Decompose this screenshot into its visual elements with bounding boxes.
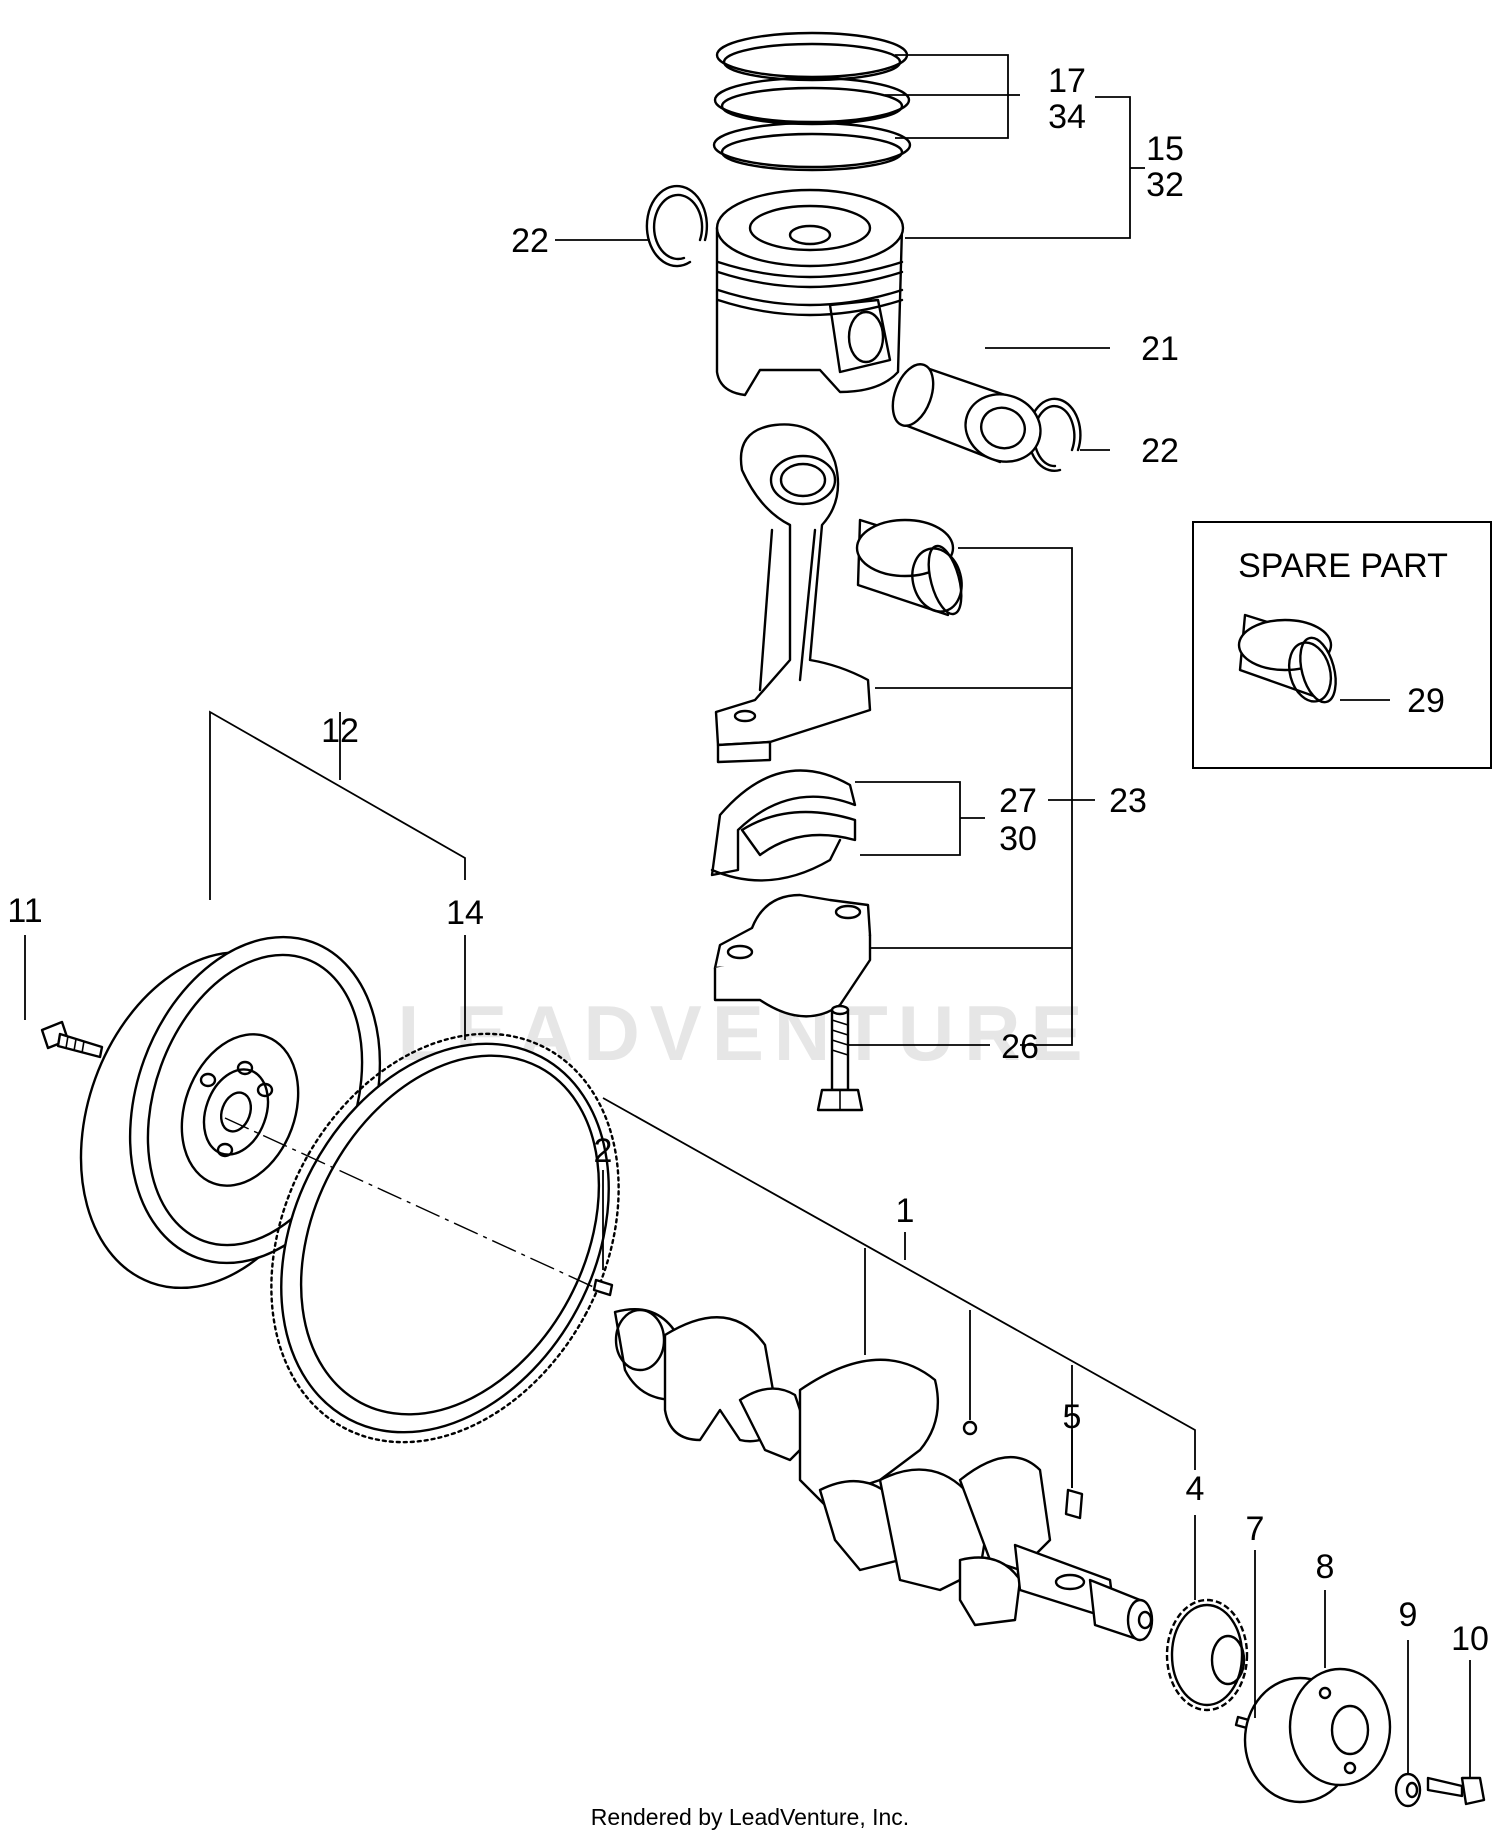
- crankshaft-pulley[interactable]: [1243, 1667, 1392, 1804]
- spare-part-title: SPARE PART: [1238, 547, 1448, 585]
- small-end-bushing[interactable]: [855, 518, 968, 617]
- circlip-upper[interactable]: [645, 184, 709, 268]
- piston-pin[interactable]: [885, 359, 1050, 472]
- flywheel-bolt[interactable]: [40, 1020, 104, 1059]
- callout-34: 34: [1048, 98, 1086, 136]
- leader-lines: [24, 54, 1471, 1778]
- connecting-rod[interactable]: [714, 423, 872, 764]
- dowel-pin[interactable]: [592, 1278, 614, 1297]
- callout-11: 11: [7, 892, 42, 930]
- washer[interactable]: [1394, 1772, 1422, 1808]
- woodruff-key[interactable]: [1064, 1488, 1084, 1520]
- callout-labels: 17 34 15 32 22 21 22 27 30 23 26 12 11 1…: [7, 62, 1489, 1658]
- ring-gear[interactable]: [203, 973, 687, 1503]
- callout-17: 17: [1048, 62, 1086, 100]
- callout-30: 30: [999, 820, 1037, 858]
- callout-27: 27: [999, 782, 1037, 820]
- piston[interactable]: [715, 188, 905, 397]
- connecting-rod-bolt[interactable]: [816, 1004, 864, 1112]
- callout-5: 5: [1063, 1398, 1082, 1436]
- crankshaft-gear[interactable]: [1165, 1598, 1249, 1712]
- crankshaft[interactable]: [613, 1308, 1154, 1642]
- callout-7: 7: [1246, 1510, 1265, 1548]
- connecting-rod-cap[interactable]: [713, 893, 872, 1018]
- callout-21: 21: [1141, 330, 1179, 368]
- callout-8: 8: [1316, 1548, 1335, 1586]
- spare-bushing[interactable]: [1237, 613, 1342, 706]
- callout-9: 9: [1399, 1596, 1418, 1634]
- callout-22-lower: 22: [1141, 432, 1179, 470]
- pulley-bolt[interactable]: [1426, 1776, 1486, 1806]
- callout-22-upper: 22: [511, 222, 549, 260]
- callout-4: 4: [1186, 1470, 1205, 1508]
- callout-10: 10: [1451, 1620, 1489, 1658]
- footer-credit: Rendered by LeadVenture, Inc.: [591, 1804, 909, 1830]
- callout-29: 29: [1407, 682, 1445, 720]
- piston-rings[interactable]: [712, 31, 912, 172]
- callout-23: 23: [1109, 782, 1147, 820]
- callout-15: 15: [1146, 130, 1184, 168]
- spare-part-box: SPARE PART 29: [1192, 521, 1492, 769]
- callout-14: 14: [446, 894, 484, 932]
- bearing-shells[interactable]: [710, 769, 857, 882]
- callout-1: 1: [896, 1192, 915, 1230]
- circlip-lower[interactable]: [1027, 397, 1082, 472]
- plug-ball[interactable]: [962, 1420, 978, 1436]
- callout-2: 2: [594, 1132, 613, 1170]
- callout-12: 12: [321, 712, 359, 750]
- callout-26: 26: [1001, 1028, 1039, 1066]
- callout-32: 32: [1146, 166, 1184, 204]
